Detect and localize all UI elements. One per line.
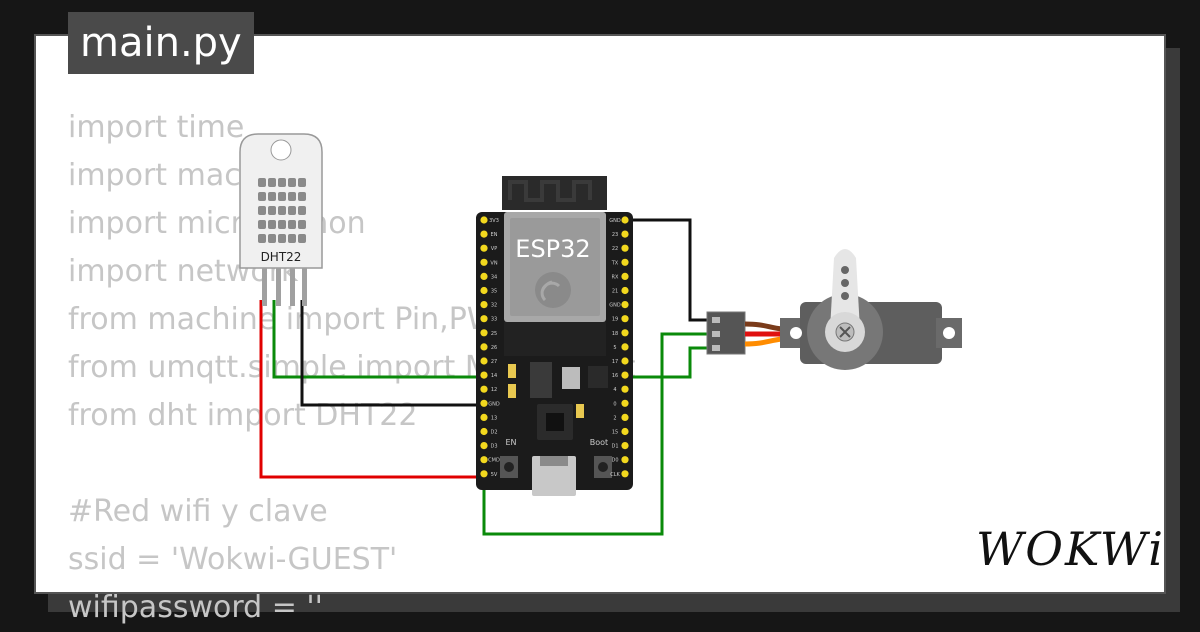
pin-header bbox=[480, 442, 488, 450]
code-line: ssid = 'Wokwi-GUEST' bbox=[68, 542, 398, 577]
dht22-sensor: DHT22 bbox=[239, 133, 323, 306]
pin-header bbox=[480, 343, 488, 351]
pin-label: 19 bbox=[612, 317, 618, 323]
pin-label: D2 bbox=[490, 430, 497, 436]
pin-header bbox=[480, 258, 488, 266]
pin-header bbox=[621, 329, 629, 337]
pin-label: 34 bbox=[491, 274, 497, 280]
pin-label: 26 bbox=[491, 345, 497, 351]
pin-header bbox=[621, 244, 629, 252]
pin-header bbox=[480, 244, 488, 252]
esp32-board: ESP32 EN Boot 3V3ENVPVN34353233252627141… bbox=[476, 176, 633, 496]
pin-label: 21 bbox=[612, 289, 618, 295]
pin-header bbox=[621, 456, 629, 464]
pin-label: 17 bbox=[612, 359, 618, 365]
pin-header bbox=[480, 315, 488, 323]
pin-label: VN bbox=[490, 260, 497, 266]
pin-header bbox=[621, 357, 629, 365]
pin-header bbox=[621, 301, 629, 309]
pin-header bbox=[621, 230, 629, 238]
wire-servo-gnd bbox=[625, 218, 712, 322]
pin-label: 5V bbox=[491, 472, 498, 478]
pin-header bbox=[480, 286, 488, 295]
servo-motor bbox=[780, 249, 962, 370]
pin-label: 32 bbox=[491, 303, 497, 309]
file-tab[interactable]: main.py bbox=[68, 12, 254, 74]
pin-label: 22 bbox=[612, 246, 618, 252]
pin-label: 35 bbox=[491, 289, 497, 295]
pin-label: EN bbox=[491, 232, 498, 238]
pin-header bbox=[480, 272, 488, 280]
code-line: from dht import DHT22 bbox=[68, 398, 418, 433]
pin-header bbox=[480, 301, 488, 309]
pin-label: 0 bbox=[613, 401, 616, 407]
pin-label: GND bbox=[609, 303, 621, 309]
wire-dht-vcc bbox=[259, 300, 484, 479]
pin-label: 25 bbox=[491, 331, 497, 337]
pin-label: 12 bbox=[491, 387, 497, 393]
pin-label: 18 bbox=[612, 331, 618, 337]
pin-label: 3V3 bbox=[489, 218, 499, 224]
pin-header bbox=[480, 470, 488, 478]
code-line: import time bbox=[68, 110, 245, 145]
pin-label: 15 bbox=[612, 430, 618, 436]
pin-label: GND bbox=[609, 218, 621, 224]
pin-header bbox=[480, 216, 488, 224]
pin-header bbox=[621, 413, 629, 421]
pin-label: VP bbox=[491, 246, 497, 252]
wokwi-logo: WOKWi bbox=[976, 522, 1165, 576]
pin-header bbox=[621, 315, 629, 323]
pin-header bbox=[480, 413, 488, 421]
pin-header bbox=[480, 371, 488, 379]
pin-header bbox=[480, 230, 488, 238]
pin-header bbox=[621, 470, 629, 478]
pin-label: 23 bbox=[612, 232, 618, 238]
pin-label: CMD bbox=[488, 458, 500, 464]
pin-label: 13 bbox=[491, 415, 497, 421]
pin-header bbox=[480, 399, 488, 407]
pin-header bbox=[621, 258, 629, 266]
pin-label: D0 bbox=[611, 458, 618, 464]
pin-header bbox=[621, 385, 629, 393]
pin-label: 2 bbox=[613, 415, 616, 421]
pin-label: D3 bbox=[490, 444, 497, 450]
pin-label: 5 bbox=[613, 345, 616, 351]
pin-header bbox=[621, 427, 629, 436]
wire-dht-data bbox=[272, 300, 484, 379]
boot-button-label: Boot bbox=[590, 438, 608, 447]
pin-header bbox=[621, 442, 629, 450]
pin-label: D1 bbox=[611, 444, 618, 450]
pin-header bbox=[480, 357, 488, 365]
pin-label: 14 bbox=[491, 373, 497, 379]
pin-header bbox=[621, 272, 629, 280]
pin-header bbox=[621, 343, 629, 351]
pin-header bbox=[480, 385, 488, 393]
pin-header bbox=[621, 216, 629, 224]
pin-label: TX bbox=[611, 260, 619, 266]
wire-servo-power bbox=[482, 332, 712, 536]
pin-header bbox=[480, 456, 488, 464]
wire-dht-gnd bbox=[300, 300, 484, 407]
pin-label: RX bbox=[612, 274, 619, 280]
dht-label: DHT22 bbox=[261, 250, 302, 264]
pin-label: 27 bbox=[491, 359, 497, 365]
pin-header bbox=[621, 286, 629, 295]
pin-label: GND bbox=[488, 401, 500, 407]
pin-label: 33 bbox=[491, 317, 497, 323]
code-line: #Red wifi y clave bbox=[68, 494, 328, 529]
pin-label: 16 bbox=[612, 373, 618, 379]
pin-label: 4 bbox=[613, 387, 616, 393]
code-line: wifipassword = '' bbox=[68, 590, 323, 625]
pin-label: CLK bbox=[610, 472, 620, 478]
en-button-label: EN bbox=[505, 438, 516, 447]
pin-header bbox=[621, 371, 629, 379]
pin-header bbox=[480, 427, 488, 436]
pin-header bbox=[621, 399, 629, 407]
pin-header bbox=[480, 329, 488, 337]
wire-servo-signal bbox=[625, 346, 712, 379]
esp32-label: ESP32 bbox=[515, 235, 590, 263]
